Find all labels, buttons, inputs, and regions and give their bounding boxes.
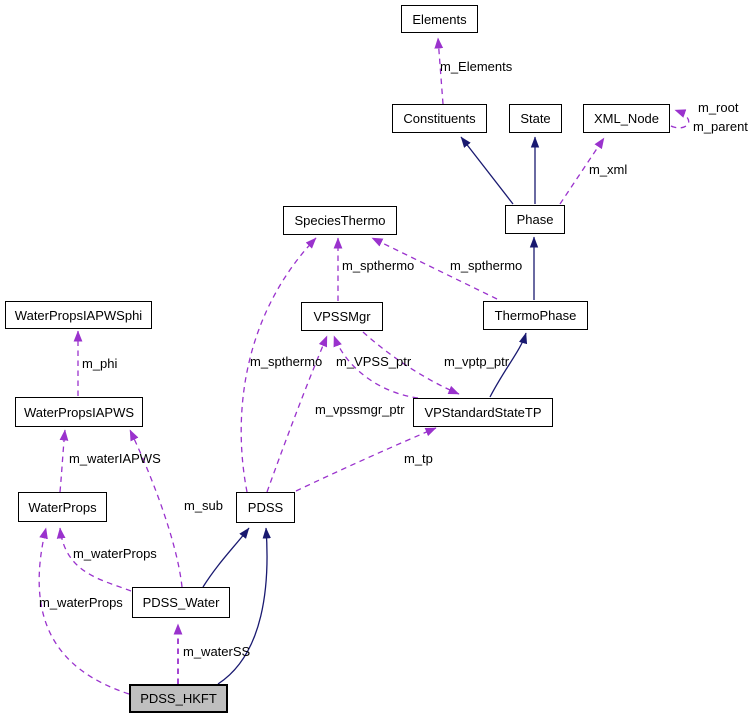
edge-vpstandardstatetp-vpssmgr (333, 335, 419, 399)
node-thermo-phase[interactable]: ThermoPhase (483, 301, 588, 330)
edge-label-m-tp: m_tp (404, 451, 433, 466)
node-species-thermo[interactable]: SpeciesThermo (283, 206, 397, 235)
node-waterprops-iapws[interactable]: WaterPropsIAPWS (15, 397, 143, 427)
node-pdss[interactable]: PDSS (236, 492, 295, 523)
edge-label-m-vpssmgr-ptr: m_vpssmgr_ptr (315, 402, 405, 417)
edge-label-m-xml: m_xml (589, 162, 628, 177)
node-pdss-hkft: PDSS_HKFT (129, 684, 228, 713)
edge-pdsswater-pdss (202, 527, 250, 588)
edge-pdss-speciesthermo (240, 237, 317, 493)
edge-phase-xmlnode (559, 137, 605, 205)
edge-label-m-sub: m_sub (184, 498, 224, 513)
edge-label-m-parent: m_parent (693, 119, 748, 134)
edge-label-m-vptp-ptr: m_vptp_ptr (444, 354, 510, 369)
edge-pdsswater-waterpropsiapws (129, 429, 183, 588)
node-vpssmgr[interactable]: VPSSMgr (301, 302, 383, 331)
edge-label-m-elements: m_Elements (440, 59, 513, 74)
node-xml-node[interactable]: XML_Node (583, 104, 670, 133)
edge-label-m-waterprops-pdsswater: m_waterProps (73, 546, 157, 561)
node-state[interactable]: State (509, 104, 562, 133)
node-elements[interactable]: Elements (401, 5, 478, 33)
edge-phase-constituents (460, 136, 514, 205)
edge-label-m-wateriapws: m_waterIAPWS (69, 451, 161, 466)
edge-label-m-root: m_root (698, 100, 739, 115)
edge-vpstandardstatetp-thermophase (489, 332, 528, 398)
node-waterprops[interactable]: WaterProps (18, 492, 107, 522)
node-constituents[interactable]: Constituents (392, 104, 487, 133)
node-phase[interactable]: Phase (505, 205, 565, 234)
edge-label-m-spthermo-thermophase: m_spthermo (450, 258, 523, 273)
edge-label-m-phi: m_phi (82, 356, 118, 371)
edge-label-m-vpss-ptr: m_VPSS_ptr (336, 354, 412, 369)
edge-pdsshkft-pdss (217, 527, 271, 685)
edge-label-m-spthermo-vpssmgr: m_spthermo (342, 258, 415, 273)
node-waterprops-iapws-phi[interactable]: WaterPropsIAPWSphi (5, 301, 152, 329)
node-pdss-water[interactable]: PDSS_Water (132, 587, 230, 618)
edge-waterprops-waterpropsiapws (59, 429, 69, 493)
edge-label-m-spthermo-pdss: m_spthermo (250, 354, 323, 369)
edge-constituents-elements (434, 37, 444, 105)
edge-pdsswater-waterprops (56, 527, 132, 592)
edge-xmlnode-self-loop (670, 109, 690, 129)
edge-label-m-waterprops-pdsshkft: m_waterProps (39, 595, 123, 610)
node-vp-standard-state-tp[interactable]: VPStandardStateTP (413, 398, 553, 427)
edge-label-m-waterss: m_waterSS (183, 644, 251, 659)
edge-thermophase-speciesthermo (371, 237, 498, 300)
edge-vpssmgr-vpstandardstatetp (362, 331, 460, 395)
